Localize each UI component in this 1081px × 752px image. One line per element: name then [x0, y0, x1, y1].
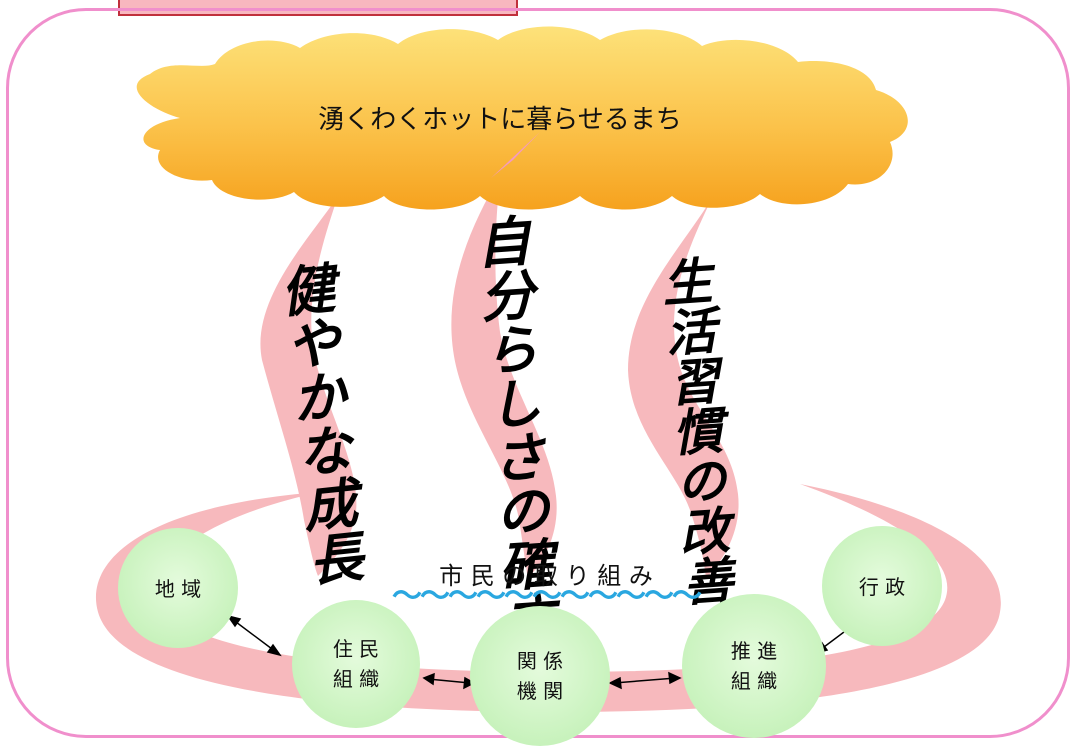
node-related-agencies-line1: 関 係	[517, 649, 563, 673]
node-promotion-org-line2: 組 織	[731, 669, 777, 693]
initiative-label: 市 民 の 取 り 組 み	[439, 562, 653, 590]
node-region: 地 域	[118, 528, 238, 648]
node-region-label: 地 域	[155, 577, 201, 601]
arrow-region-resident	[231, 618, 277, 653]
node-resident-org-line2: 組 織	[333, 667, 379, 691]
node-related-agencies: 関 係 機 関	[470, 606, 610, 746]
pillar-swirl-1	[260, 196, 357, 576]
arrow-agencies-promotion	[613, 677, 677, 684]
vision-cloud	[136, 26, 908, 210]
node-administration: 行 政	[822, 526, 942, 646]
vision-text: 湧くわくホットに暮らせるまち	[318, 105, 681, 135]
node-resident-org: 住 民 組 織	[292, 600, 420, 728]
pillar-label-3: 生活習慣の改善	[652, 254, 734, 607]
pillar-swirl-3	[628, 198, 739, 578]
node-administration-label: 行 政	[859, 575, 905, 599]
node-promotion-org: 推 進 組 織	[682, 594, 826, 738]
vision-tail	[491, 132, 540, 178]
node-related-agencies-line2: 機 関	[517, 679, 563, 703]
node-promotion-org-line1: 推 進	[731, 639, 777, 663]
arrow-resident-agencies	[427, 678, 471, 684]
node-resident-org-line1: 住 民	[333, 637, 379, 661]
pillar-swirl-2	[451, 176, 557, 578]
